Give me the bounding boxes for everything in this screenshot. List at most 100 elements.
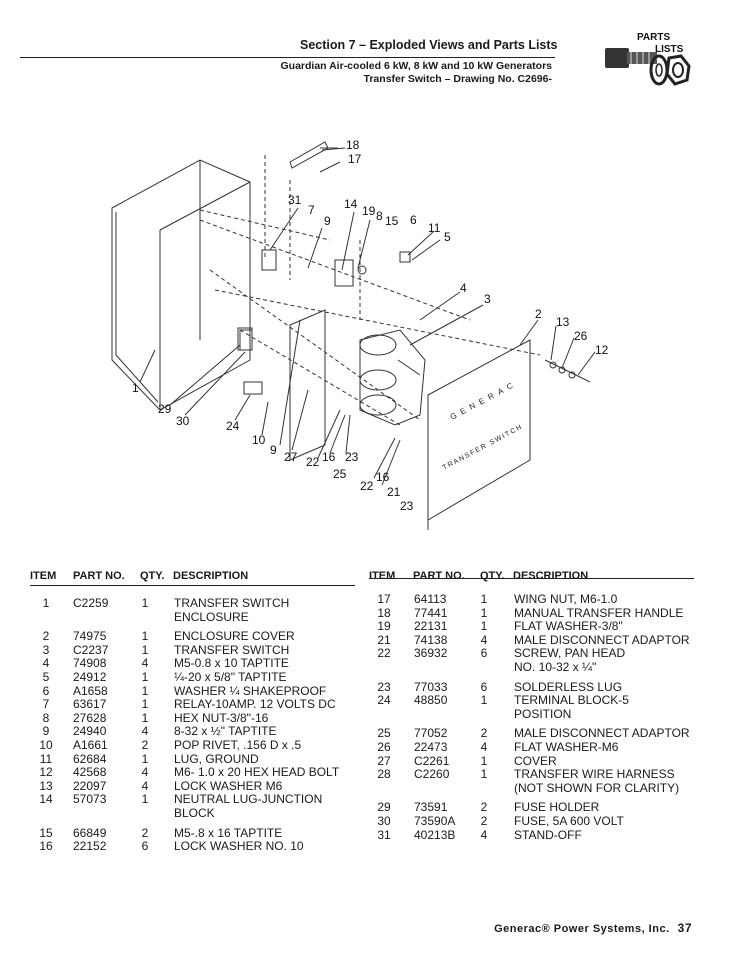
ground-lug-drawing	[399, 251, 411, 263]
part-number: 62684	[73, 751, 107, 766]
header-underline-left	[30, 585, 355, 586]
part-number: 74138	[414, 632, 448, 647]
callout: 2	[535, 307, 542, 321]
bolt-cluster-drawing	[544, 359, 591, 383]
parts-lists-logo: PARTS LISTS	[605, 32, 691, 86]
description: M5-.8 x 16 TAPTITE	[174, 825, 283, 840]
part-number: C2261	[414, 753, 450, 768]
item-number: 11	[39, 751, 53, 766]
callout: 6	[410, 213, 417, 227]
col-header-item-left: ITEM	[30, 570, 57, 582]
item-number: 14	[39, 792, 53, 807]
description: FLAT WASHER-3/8"	[514, 619, 623, 634]
col-header-desc-right: DESCRIPTION	[513, 570, 589, 582]
description: COVER	[514, 753, 557, 768]
description: TRANSFER SWITCH	[174, 642, 290, 657]
description: ENCLOSURE COVER	[174, 629, 295, 644]
callout: 15	[385, 214, 399, 228]
item-number: 9	[42, 724, 50, 739]
callout: 16	[376, 470, 390, 484]
section-title: Section 7 – Exploded Views and Parts Lis…	[300, 38, 558, 52]
item-number: 3	[42, 642, 50, 657]
quantity: 6	[480, 646, 488, 661]
callout: 19	[362, 204, 376, 218]
callout: 17	[348, 152, 362, 166]
callout: 7	[308, 203, 315, 217]
quantity: 1	[141, 642, 149, 657]
callout: 9	[270, 443, 277, 457]
cover-lettering-transfer-switch: TRANSFER SWITCH	[442, 423, 525, 471]
item-number: 1	[42, 596, 50, 610]
item-number: 19	[377, 619, 391, 634]
part-number: 57073	[73, 792, 107, 807]
callout: 25	[333, 467, 347, 481]
quantity: 1	[141, 683, 149, 698]
quantity: 1	[480, 693, 488, 708]
quantity: 6	[480, 679, 488, 694]
quantity: 6	[141, 839, 149, 854]
callout: 4	[460, 281, 467, 295]
washer-drawing	[357, 265, 367, 275]
description: FUSE, 5A 600 VOLT	[514, 814, 624, 828]
callout: 13	[556, 315, 570, 329]
callout: 18	[346, 138, 360, 152]
item-number: 2	[42, 629, 50, 644]
description: POP RIVET, .156 D x .5	[174, 738, 302, 752]
item-number: 22	[377, 646, 391, 661]
description: LUG, GROUND	[174, 751, 259, 766]
callout: 10	[252, 433, 266, 447]
quantity: 2	[480, 814, 488, 828]
item-number: 23	[377, 679, 391, 694]
terminal-block-drawing	[243, 381, 263, 395]
description: RELAY-10AMP. 12 VOLTS DC	[174, 697, 336, 712]
logo-text-parts: PARTS	[637, 32, 670, 43]
col-header-desc-left: DESCRIPTION	[173, 570, 249, 582]
fuse-holder-drawing	[237, 327, 253, 351]
part-number: C2237	[73, 642, 109, 657]
item-number: 26	[377, 740, 391, 754]
callout: 21	[387, 485, 401, 499]
part-number: 73591	[414, 800, 448, 815]
quantity: 4	[141, 778, 149, 793]
description: LOCK WASHER NO. 10	[174, 839, 304, 854]
part-number: 73590A	[414, 814, 456, 828]
description: (NOT SHOWN FOR CLARITY)	[514, 780, 680, 795]
item-number: 13	[39, 778, 53, 793]
part-number: 36932	[414, 646, 448, 661]
col-header-qty-left: QTY.	[140, 570, 165, 582]
item-number: 28	[377, 767, 391, 782]
subtitle-line-1: Guardian Air-cooled 6 kW, 8 kW and 10 kW…	[280, 60, 552, 72]
quantity: 1	[480, 592, 488, 606]
description: WING NUT, M6-1.0	[514, 592, 618, 606]
quantity: 1	[141, 670, 149, 684]
part-number: 22152	[73, 839, 107, 854]
quantity: 4	[141, 724, 149, 739]
item-number: 24	[377, 693, 391, 708]
description: FLAT WASHER-M6	[514, 740, 619, 754]
quantity: 1	[480, 605, 488, 620]
col-header-item-right: ITEM	[369, 570, 396, 582]
quantity: 4	[141, 656, 149, 671]
item-number: 25	[377, 726, 391, 741]
callout: 26	[574, 329, 588, 343]
quantity: 2	[141, 738, 149, 752]
description: FUSE HOLDER	[514, 800, 600, 815]
description: TERMINAL BLOCK-5	[514, 693, 629, 708]
item-number: 5	[42, 670, 50, 684]
part-number: 74908	[73, 656, 107, 671]
quantity: 1	[141, 697, 149, 712]
part-number: C2259	[73, 596, 109, 610]
item-number: 18	[377, 605, 391, 620]
description: MANUAL TRANSFER HANDLE	[514, 605, 684, 620]
item-number: 12	[39, 765, 53, 780]
quantity: 4	[141, 765, 149, 780]
part-number: 77441	[414, 605, 448, 620]
relay-drawing	[261, 249, 277, 271]
callout: 8	[376, 209, 383, 223]
callout: 23	[400, 499, 414, 513]
item-number: 21	[377, 632, 391, 647]
description: POSITION	[514, 706, 572, 721]
callout-labels: 18 17 31 7 9 14 19 8 15 6 11 5 4 3 2 13 …	[132, 138, 609, 513]
description: ¼-20 x 5/8" TAPTITE	[174, 670, 287, 684]
callout: 14	[344, 197, 358, 211]
